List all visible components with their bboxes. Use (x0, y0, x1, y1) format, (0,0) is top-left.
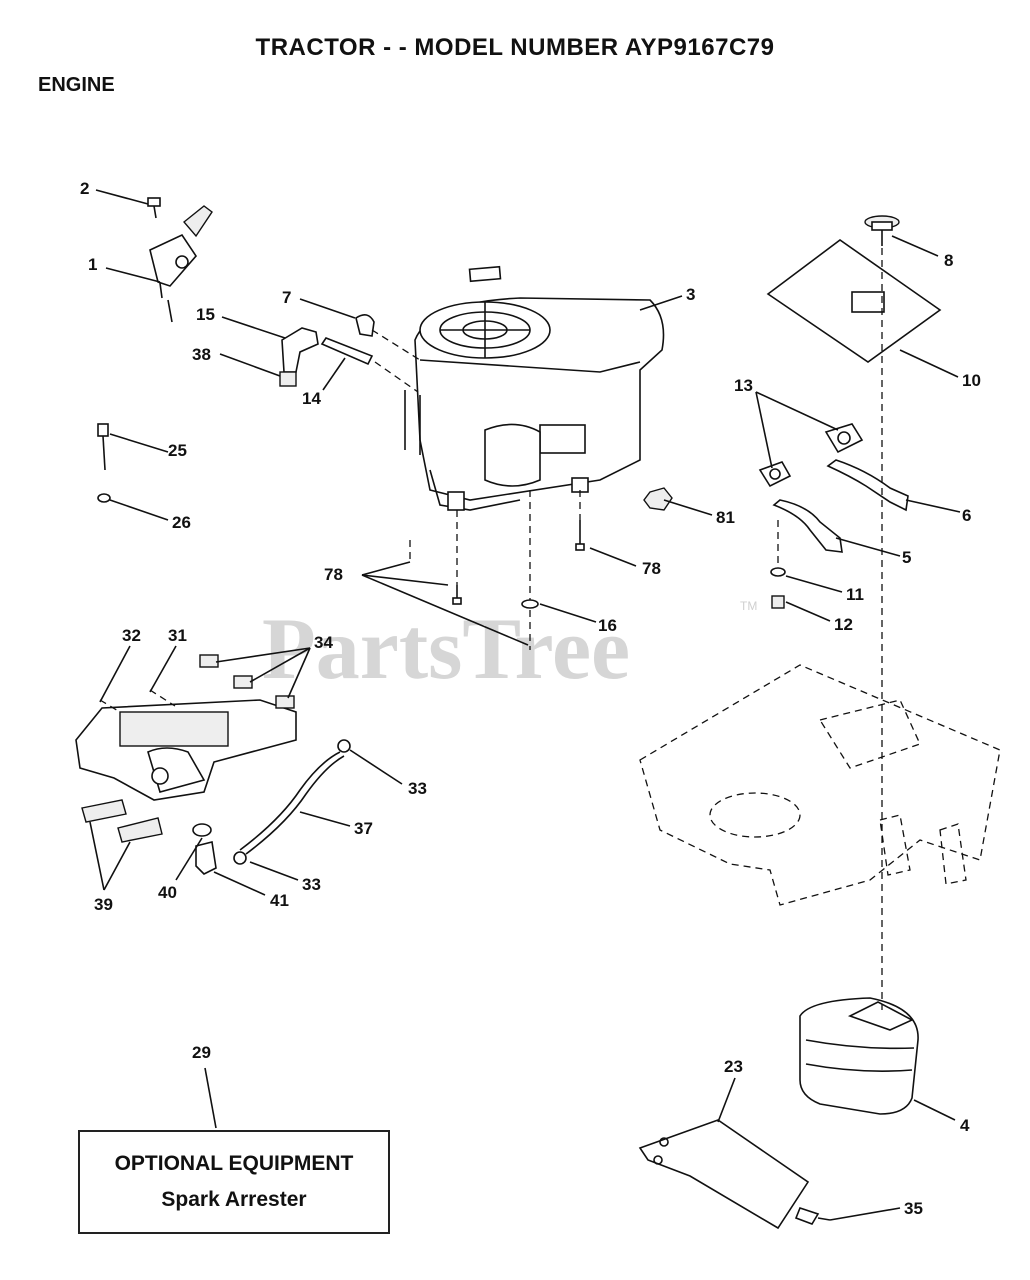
callout-12: 12 (834, 615, 853, 634)
callout-41: 41 (270, 891, 289, 910)
elbow-fitting-part[interactable] (281, 327, 319, 373)
callout-numbers: 1 2 3 4 5 6 7 8 10 11 12 13 14 15 16 23 … (80, 179, 981, 1218)
fitting-41-part[interactable] (195, 841, 217, 875)
bolt-25-part[interactable] (97, 423, 109, 471)
bracket-screw-part[interactable] (147, 197, 161, 219)
callout-32: 32 (122, 626, 141, 645)
callout-34: 34 (314, 633, 333, 652)
callout-4: 4 (960, 1116, 970, 1135)
stud-78-part[interactable] (452, 520, 585, 605)
callout-39: 39 (94, 895, 113, 914)
tube-14-part[interactable] (320, 337, 374, 366)
callout-78-left: 78 (324, 565, 343, 584)
callout-38: 38 (192, 345, 211, 364)
callout-23: 23 (724, 1057, 743, 1076)
cover-knob-part[interactable] (864, 215, 900, 246)
page-title: TRACTOR - - MODEL NUMBER AYP9167C79 (255, 34, 775, 61)
optional-equipment-box: OPTIONAL EQUIPMENT Spark Arrester (78, 1130, 390, 1234)
engine-cover-part[interactable] (766, 239, 942, 363)
clamp-33-part[interactable] (233, 739, 351, 865)
pad-39-part[interactable] (81, 799, 163, 843)
callout-11: 11 (846, 585, 864, 604)
callout-81: 81 (716, 508, 735, 527)
hose-37-part[interactable] (239, 751, 345, 855)
washer-26-part[interactable] (97, 493, 111, 503)
throttle-bracket-part[interactable] (149, 205, 213, 323)
callout-7: 7 (282, 288, 291, 307)
callout-25: 25 (168, 441, 187, 460)
callout-33-bottom: 33 (302, 875, 321, 894)
exhaust-pipe-6-part[interactable] (826, 459, 909, 512)
watermark: PartsTree (262, 601, 630, 698)
leader-lines (89, 189, 961, 1221)
callout-5: 5 (902, 548, 911, 567)
frame-part[interactable] (639, 664, 1001, 906)
callout-15: 15 (196, 305, 215, 324)
callout-33-top: 33 (408, 779, 427, 798)
nut-38-part[interactable] (279, 371, 297, 387)
callout-8: 8 (944, 251, 953, 270)
callout-14: 14 (302, 389, 321, 408)
callout-26: 26 (172, 513, 191, 532)
exhaust-gasket-part[interactable] (758, 423, 864, 488)
callout-40: 40 (158, 883, 177, 902)
washer-part[interactable] (770, 567, 786, 577)
exhaust-pipe-5-part[interactable] (772, 499, 843, 553)
lock-nut-part[interactable] (643, 487, 673, 511)
callout-35: 35 (904, 1199, 923, 1218)
heat-shield-part[interactable] (638, 1119, 810, 1230)
callout-16: 16 (598, 616, 617, 635)
clamp-7-part[interactable] (355, 314, 375, 337)
watermark-tm: TM (740, 599, 757, 613)
callout-6: 6 (962, 506, 971, 525)
callout-3: 3 (686, 285, 695, 304)
callout-29: 29 (192, 1043, 211, 1062)
screw-35-part[interactable] (794, 1207, 831, 1225)
callout-2: 2 (80, 179, 89, 198)
section-label: ENGINE (38, 74, 115, 96)
optional-equipment-title: OPTIONAL EQUIPMENT (114, 1152, 354, 1175)
callout-31: 31 (168, 626, 187, 645)
engine-part[interactable] (404, 265, 665, 511)
callout-78-right: 78 (642, 559, 661, 578)
spacer-16-part[interactable] (521, 599, 539, 609)
grommet-40-part[interactable] (192, 823, 212, 837)
callout-37: 37 (354, 819, 373, 838)
callout-1: 1 (88, 255, 97, 274)
bolt-part[interactable] (771, 595, 785, 609)
callout-10: 10 (962, 371, 981, 390)
callout-13: 13 (734, 376, 753, 395)
mount-assembly-part[interactable] (75, 699, 297, 801)
muffler-part[interactable] (799, 997, 919, 1115)
optional-equipment-item: Spark Arrester (161, 1188, 307, 1211)
